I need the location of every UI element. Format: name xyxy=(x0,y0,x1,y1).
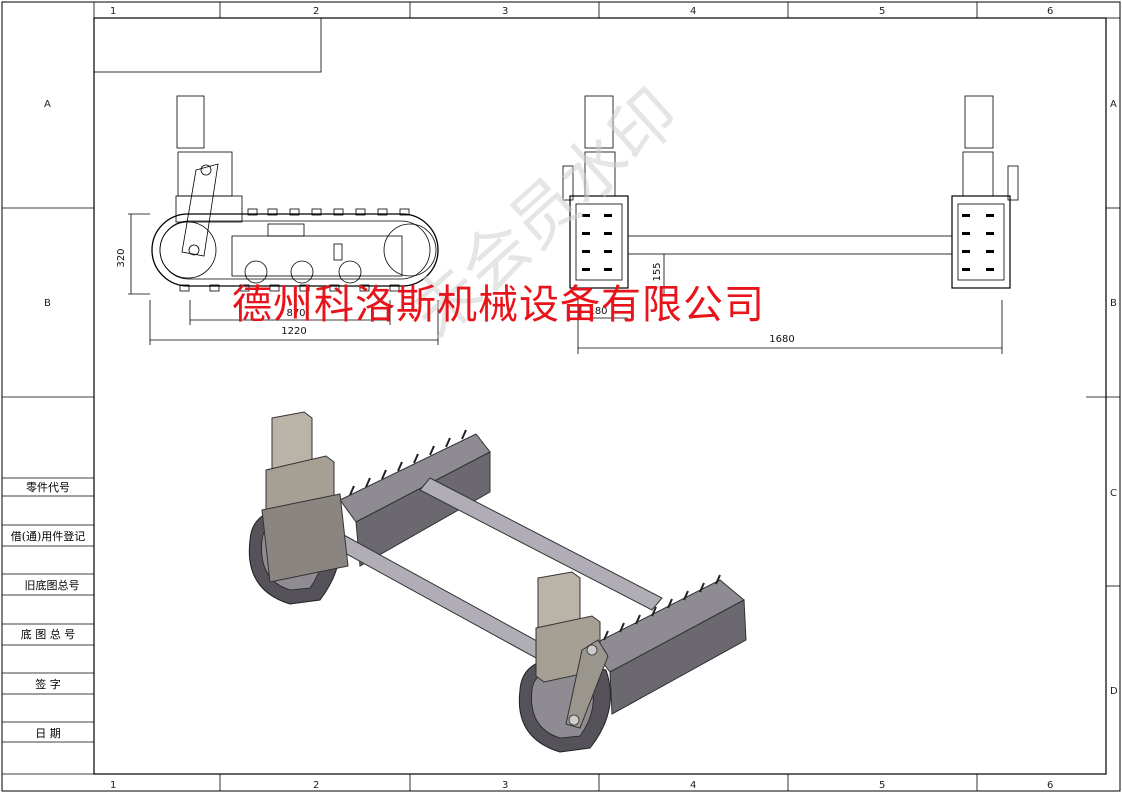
col-label-top-2: 2 xyxy=(313,6,319,17)
front-right-motor-cap xyxy=(964,95,994,149)
row-label-right-a: A xyxy=(1110,99,1117,110)
dim-track-width: 180 xyxy=(588,306,607,317)
side-track-teeth xyxy=(179,208,410,292)
iso-right-track-cleats xyxy=(603,574,721,641)
row-label-right-b: B xyxy=(1110,298,1117,309)
side-table-signature: 签 字 xyxy=(35,677,61,691)
side-track-inner xyxy=(159,220,431,280)
col-label-bottom-5: 5 xyxy=(879,780,885,791)
side-frame-slot xyxy=(333,243,343,261)
side-motor-cap xyxy=(176,95,205,149)
right-row-strip: A B C D xyxy=(1086,17,1120,697)
dim-track-gauge: 1680 xyxy=(769,334,794,345)
side-table-part-code: 零件代号 xyxy=(26,481,70,494)
side-frame-block xyxy=(267,223,305,237)
front-right-track-cleats xyxy=(962,214,994,271)
col-label-top-3: 3 xyxy=(502,6,508,17)
col-label-bottom-1: 1 xyxy=(110,780,116,791)
company-name: 德州科洛斯机械设备有限公司 xyxy=(232,282,765,328)
dim-height: 320 xyxy=(116,248,127,267)
col-label-bottom-6: 6 xyxy=(1047,780,1053,791)
side-registration-table: 零件代号 借(通)用件登记 旧底图总号 底 图 总 号 签 字 日 期 xyxy=(2,477,94,775)
col-label-bottom-3: 3 xyxy=(502,780,508,791)
bottom-column-strip: 1 2 3 4 5 6 xyxy=(110,774,1053,791)
col-label-top-5: 5 xyxy=(879,6,885,17)
col-label-bottom-2: 2 xyxy=(313,780,319,791)
inner-frame xyxy=(93,17,1107,775)
side-table-old-drawing-no: 旧底图总号 xyxy=(25,578,80,592)
side-table-date: 日 期 xyxy=(35,727,61,740)
side-motor-housing xyxy=(177,151,233,197)
iso-cross-bar-front xyxy=(331,533,547,659)
side-view: 320 870 1220 xyxy=(116,95,439,345)
side-idler-wheel xyxy=(383,223,437,277)
front-view: 155 180 1680 xyxy=(562,95,1019,354)
front-left-motor-cap xyxy=(584,95,614,149)
side-table-drawing-no: 底 图 总 号 xyxy=(21,627,76,641)
row-label-left-b: B xyxy=(44,298,51,309)
front-left-track-cleats xyxy=(582,214,612,271)
row-label-right-c: C xyxy=(1110,488,1117,499)
col-label-top-6: 6 xyxy=(1047,6,1053,17)
iso-cross-bar-rear xyxy=(419,477,663,611)
side-road-wheel-3 xyxy=(338,260,362,284)
dim-length: 1220 xyxy=(281,326,306,337)
title-box xyxy=(93,17,322,73)
front-axle xyxy=(627,235,953,255)
side-table-borrowed-reg: 借(通)用件登记 xyxy=(11,529,86,543)
dim-wheelbase: 870 xyxy=(286,308,305,319)
isometric-view xyxy=(248,411,747,753)
front-right-track xyxy=(951,195,1011,289)
col-label-top-4: 4 xyxy=(690,6,696,17)
iso-rear-track-cleats xyxy=(349,429,467,496)
top-column-strip: 1 2 3 4 5 6 xyxy=(93,2,1053,18)
col-label-top-1: 1 xyxy=(110,6,116,17)
side-road-wheel-1 xyxy=(244,260,268,284)
side-tension-arm xyxy=(181,163,219,257)
front-right-motor-housing xyxy=(962,151,994,197)
left-row-strip: A B xyxy=(2,99,94,398)
row-label-left-a: A xyxy=(44,99,51,110)
col-label-bottom-4: 4 xyxy=(690,780,696,791)
row-label-right-d: D xyxy=(1110,686,1118,697)
dim-clearance: 155 xyxy=(652,262,663,281)
iso-tension-arm xyxy=(565,639,609,729)
side-road-wheel-2 xyxy=(290,260,314,284)
side-track-outline xyxy=(151,213,439,287)
side-frame-rail xyxy=(231,235,403,277)
